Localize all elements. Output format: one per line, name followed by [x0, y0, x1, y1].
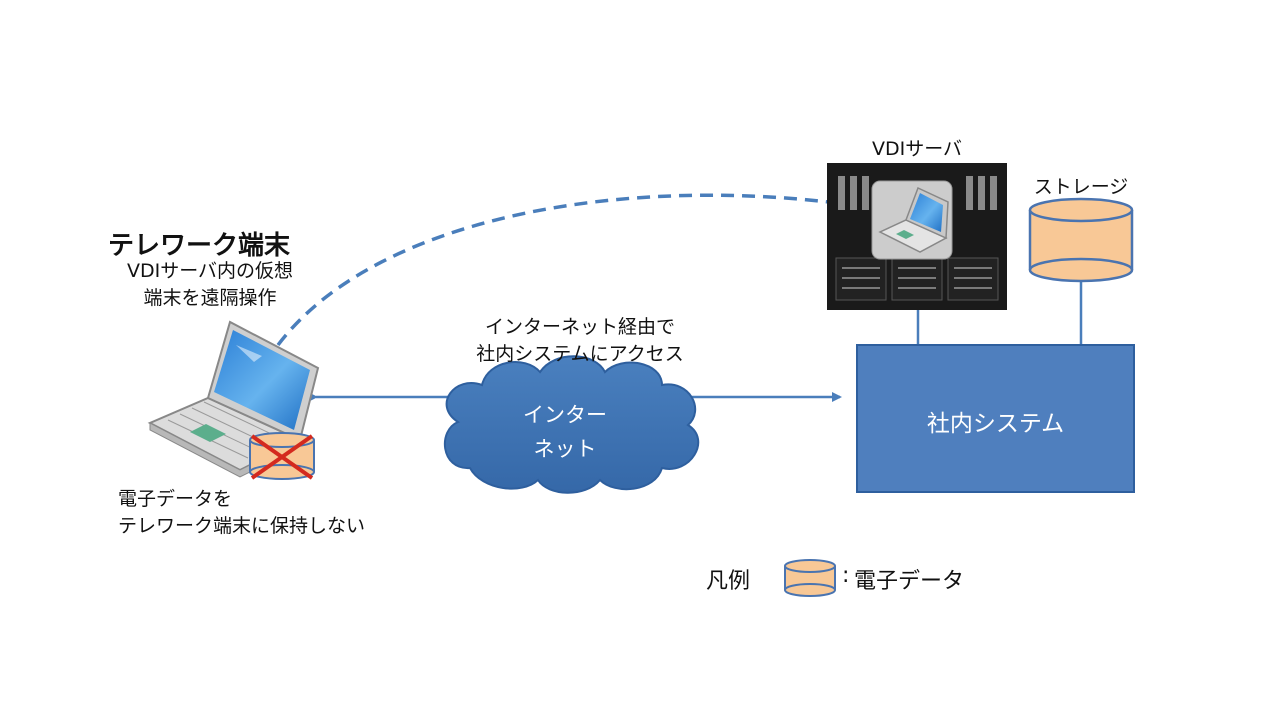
internet-caption: インターネット経由で 社内システムにアクセス	[440, 314, 720, 368]
terminal-desc-line1: VDIサーバ内の仮想	[126, 260, 294, 282]
cloud-label: インター ネット	[490, 398, 640, 466]
terminal-note-line1: 電子データを	[118, 488, 233, 510]
server-label: VDIサーバ	[871, 138, 963, 160]
storage-cylinder-icon	[1028, 197, 1134, 283]
legend-title: 凡例	[706, 569, 751, 594]
storage-label: ストレージ	[1033, 176, 1129, 198]
terminal-note-line2: テレワーク端末に保持しない	[118, 515, 366, 537]
remote-operation-dashed-line	[276, 193, 886, 347]
internet-caption-line1: インターネット経由で	[484, 316, 675, 338]
cloud-icon	[443, 355, 700, 494]
terminal-title: テレワーク端末	[108, 231, 291, 261]
system-label: 社内システム	[926, 411, 1065, 437]
cross-icon	[250, 434, 314, 480]
legend-item: 電子データ	[854, 569, 965, 594]
server-icon	[827, 163, 1007, 310]
internet-caption-line2: 社内システムにアクセス	[476, 343, 684, 365]
cloud-label-line1: インター	[523, 403, 607, 427]
terminal-description: VDIサーバ内の仮想 端末を遠隔操作	[100, 258, 320, 312]
system-box	[856, 344, 1135, 493]
cloud-label-line2: ネット	[533, 437, 597, 461]
terminal-note: 電子データを テレワーク端末に保持しない	[118, 486, 365, 540]
terminal-desc-line2: 端末を遠隔操作	[143, 287, 277, 309]
legend-separator: :	[842, 563, 850, 588]
legend-data-cylinder-icon	[784, 559, 836, 597]
